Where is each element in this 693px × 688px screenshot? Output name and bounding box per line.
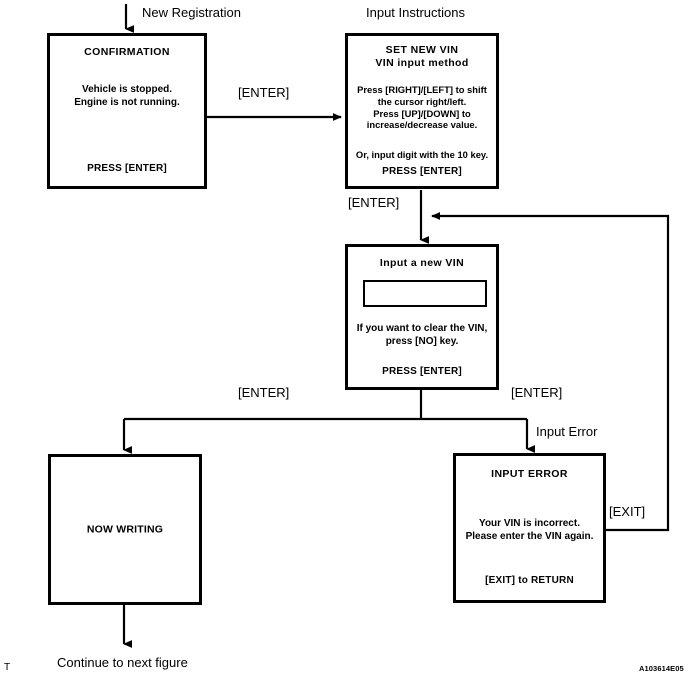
input-error-body: Your VIN is incorrect. Please enter the … — [458, 518, 601, 543]
set-new-vin-line-4: increase/decrease value. — [366, 119, 478, 131]
vin-input-field[interactable] — [363, 280, 487, 307]
input-new-vin-line-2: press [NO] key. — [385, 335, 459, 347]
confirmation-body: Vehicle is stopped. Engine is not runnin… — [50, 84, 204, 109]
input-error-line-1: Your VIN is incorrect. — [479, 518, 580, 529]
input-new-vin-body: If you want to clear the VIN, press [NO]… — [351, 323, 493, 348]
screen-confirmation: CONFIRMATION Vehicle is stopped. Engine … — [47, 33, 207, 189]
now-writing-text: NOW WRITING — [86, 522, 164, 535]
set-new-vin-line-5: Or, input digit with the 10 key. — [355, 149, 489, 160]
label-enter-confirmation-to-setvin: [ENTER] — [238, 85, 290, 100]
label-exit-return: [EXIT] — [609, 504, 646, 519]
arrow-exit-return-loop — [431, 212, 670, 532]
set-new-vin-line-2: the cursor right/left. — [377, 95, 467, 107]
label-enter-to-input-error: [ENTER] — [511, 385, 563, 400]
input-new-vin-line-1: If you want to clear the VIN, — [356, 323, 488, 334]
label-enter-to-now-writing: [ENTER] — [238, 385, 290, 400]
label-enter-setvin-to-inputvin: [ENTER] — [348, 195, 400, 210]
screen-input-new-vin: Input a new VIN If you want to clear the… — [345, 244, 499, 390]
input-new-vin-title: Input a new VIN — [379, 257, 465, 269]
screen-now-writing: NOW WRITING — [48, 454, 202, 605]
set-new-vin-body: Press [RIGHT]/[LEFT] to shift the cursor… — [350, 84, 494, 131]
set-new-vin-footer: PRESS [ENTER] — [382, 165, 462, 177]
screen-input-error: INPUT ERROR Your VIN is incorrect. Pleas… — [453, 453, 606, 603]
label-input-error-branch: Input Error — [536, 424, 598, 439]
input-new-vin-footer: PRESS [ENTER] — [382, 365, 462, 377]
input-error-line-2: Please enter the VIN again. — [465, 530, 594, 542]
label-new-registration: New Registration — [142, 5, 241, 20]
confirmation-line-2: Engine is not running. — [74, 96, 180, 108]
screen-set-new-vin: SET NEW VIN VIN input method Press [RIGH… — [345, 33, 499, 189]
set-new-vin-title-line-2: VIN input method — [375, 57, 469, 70]
set-new-vin-line-1: Press [RIGHT]/[LEFT] to shift — [357, 84, 487, 95]
confirmation-footer: PRESS [ENTER] — [87, 162, 167, 174]
confirmation-title: CONFIRMATION — [84, 46, 170, 58]
input-error-title: INPUT ERROR — [491, 468, 568, 480]
corner-mark: T — [4, 662, 11, 673]
set-new-vin-line-3: Press [UP]/[DOWN] to — [373, 107, 471, 119]
input-error-footer: [EXIT] to RETURN — [485, 574, 574, 586]
set-new-vin-title: SET NEW VIN VIN input method — [348, 44, 496, 70]
label-input-instructions: Input Instructions — [366, 5, 465, 20]
figure-id-code: A103614E05 — [639, 664, 684, 673]
label-continue-next-figure: Continue to next figure — [57, 655, 188, 670]
confirmation-line-1: Vehicle is stopped. — [81, 84, 173, 95]
set-new-vin-title-line-1: SET NEW VIN — [385, 44, 459, 56]
